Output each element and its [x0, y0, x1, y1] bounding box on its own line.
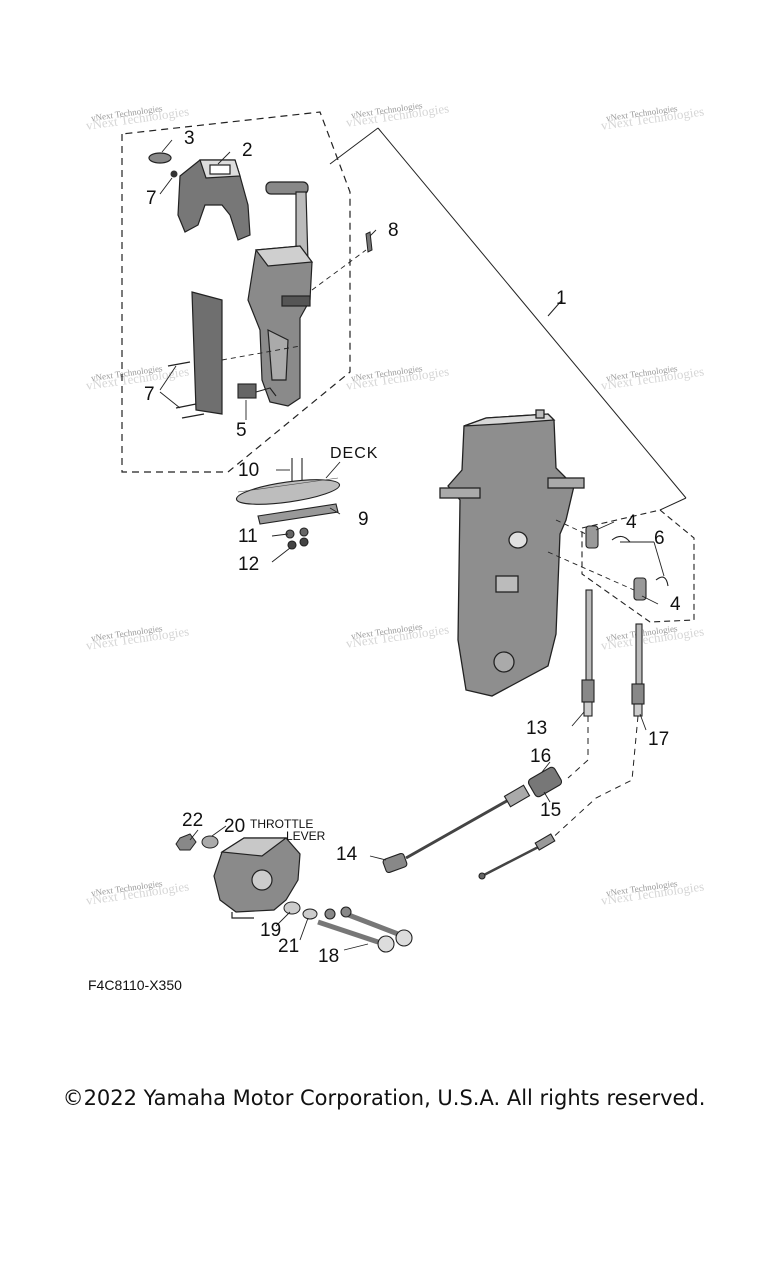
part-throttle-lever-assembly: [213, 837, 301, 919]
callout-11: 11: [238, 526, 258, 547]
callout-5: 5: [236, 420, 247, 441]
callout-21: 21: [278, 936, 299, 957]
assembly-dash-lines-pins: [547, 519, 635, 591]
part-cover: [177, 159, 251, 241]
part-control-housing-small: [247, 245, 314, 407]
callout-leaders: [159, 139, 665, 951]
callout-4b: 4: [670, 594, 681, 615]
callout-7: 7: [146, 188, 157, 209]
part-deck-mount: [235, 458, 341, 550]
part-screw: [170, 170, 178, 178]
callout-13: 13: [526, 718, 547, 739]
part-bolts: [317, 906, 413, 953]
part-remote-control-box: [439, 409, 585, 697]
callout-4: 4: [626, 512, 637, 533]
copyright-notice: ©2022 Yamaha Motor Corporation, U.S.A. A…: [62, 1086, 706, 1110]
callout-3: 3: [184, 128, 195, 149]
assembly-dash-lines-upper: [221, 249, 367, 361]
part-cable-collar: [382, 852, 408, 874]
assembly-boundary-upper: [121, 111, 351, 473]
callout-15: 15: [540, 800, 561, 821]
callout-1: 1: [556, 288, 567, 309]
part-back-plate: [191, 291, 223, 415]
part-shift-cable-end: [581, 589, 595, 717]
cable-routing-dashes: [547, 715, 639, 843]
callout-8: 8: [388, 220, 399, 241]
part-throttle-cable-end: [631, 623, 645, 717]
leader-part-1: [329, 127, 687, 511]
callout-18: 18: [318, 946, 339, 967]
throttle-label-line1: THROTTLE: [250, 817, 313, 831]
part-lock-washer: [302, 908, 318, 920]
part-washer: [201, 835, 219, 849]
callout-10: 10: [238, 460, 259, 481]
part-cable-inner: [405, 766, 563, 880]
throttle-label-line2: LEVER: [286, 829, 326, 843]
part-ring: [148, 152, 172, 164]
callout-22: 22: [182, 810, 203, 831]
callout-labels: 1 2 3 4 4 5 6 7 7 8 9 10 11 12 13 14 15 …: [144, 128, 681, 967]
part-lever-handle: [265, 181, 309, 263]
callout-16: 16: [530, 746, 551, 767]
deck-label: DECK: [330, 445, 378, 462]
callout-17: 17: [648, 729, 669, 750]
callout-9: 9: [358, 509, 369, 530]
callout-7b: 7: [144, 384, 155, 405]
part-pin: [365, 231, 373, 253]
callout-12: 12: [238, 554, 259, 575]
part-nut: [175, 833, 197, 851]
part-washer: [283, 901, 301, 915]
callout-20: 20: [224, 816, 245, 837]
callout-6: 6: [654, 528, 665, 549]
part-cable-ends: [585, 525, 669, 601]
figure-code: F4C8110-X350: [88, 977, 182, 993]
callout-14: 14: [336, 844, 358, 865]
callout-19: 19: [260, 920, 281, 941]
callout-2: 2: [242, 140, 253, 161]
part-switch: [237, 383, 277, 399]
